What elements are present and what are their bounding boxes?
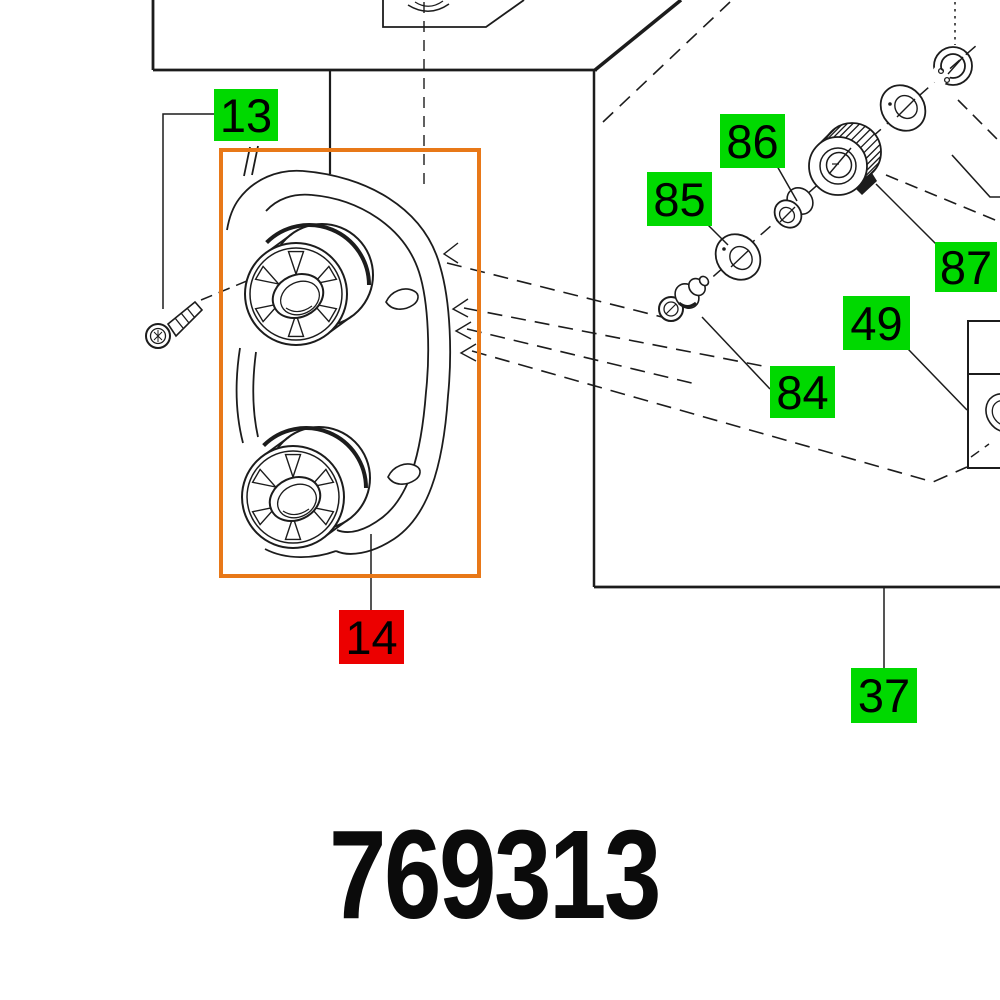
part-label-84[interactable]: 84 xyxy=(770,366,835,418)
part-label-37[interactable]: 37 xyxy=(851,668,917,723)
gear-part-87 xyxy=(808,122,882,196)
leader-lines xyxy=(701,165,968,670)
washer-upper xyxy=(879,84,927,132)
part-label-14[interactable]: 14 xyxy=(339,610,404,664)
selected-part-highlight xyxy=(219,148,481,578)
part-label-86[interactable]: 86 xyxy=(720,114,785,168)
housing-outline xyxy=(151,0,1000,589)
leader-line-13 xyxy=(162,113,284,309)
projection-lines xyxy=(442,99,1000,483)
belt-part-14 xyxy=(226,145,452,558)
order-number: 769313 xyxy=(329,804,661,945)
part-label-85[interactable]: 85 xyxy=(647,172,712,226)
screw-part-13 xyxy=(145,300,204,349)
part-label-13[interactable]: 13 xyxy=(214,89,278,141)
box-part-49 xyxy=(967,320,1000,469)
part-label-87[interactable]: 87 xyxy=(935,242,997,292)
exploded-axis xyxy=(665,43,979,319)
circlip xyxy=(927,2,973,88)
washer-part-85 xyxy=(714,233,762,281)
top-boss-outline xyxy=(382,0,525,188)
part-label-49[interactable]: 49 xyxy=(843,296,910,350)
screw-part-84 xyxy=(658,275,710,322)
